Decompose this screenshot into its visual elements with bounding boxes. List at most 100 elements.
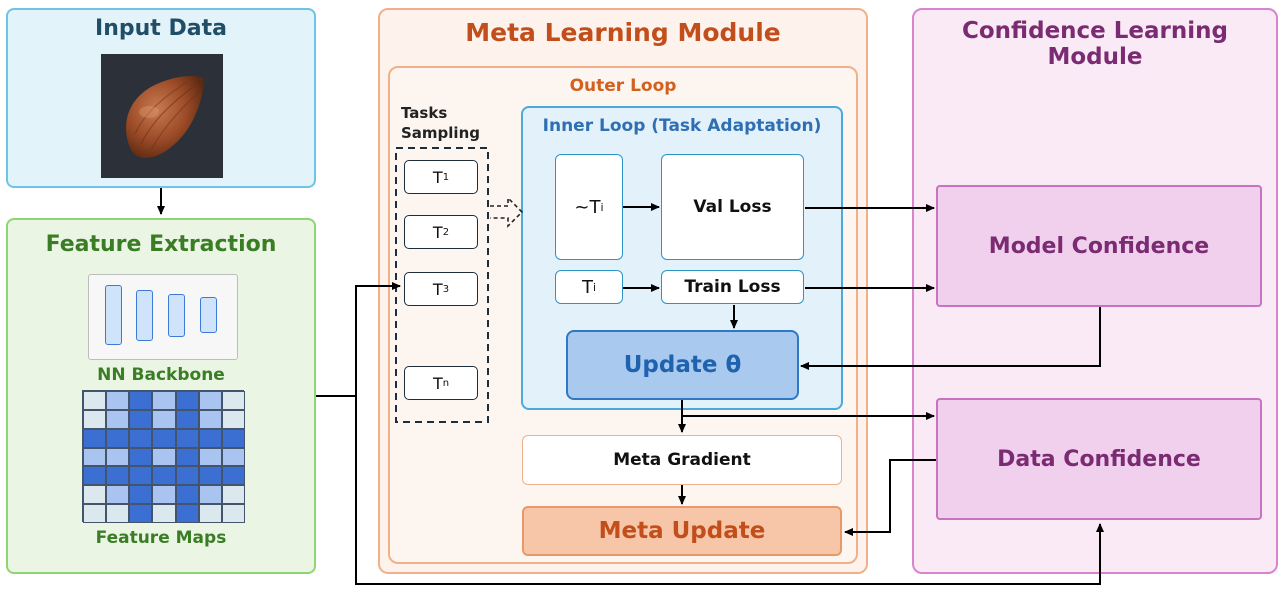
feature-map-cell (129, 409, 153, 429)
feature-map-cell (106, 485, 130, 505)
meta-gradient-box: Meta Gradient (522, 435, 842, 485)
feature-map-cell (175, 504, 199, 523)
feature-map-cell (198, 428, 222, 448)
train-loss-box: Train Loss (661, 270, 804, 304)
feature-map-cell (175, 466, 199, 486)
feature-map-cell (221, 466, 245, 486)
feature-map-cell (175, 485, 199, 505)
feature-map-cell (129, 391, 153, 410)
feature-map-cell (198, 485, 222, 505)
feature-map-cell (83, 466, 107, 486)
feature-map-cell (106, 428, 130, 448)
feature-map-cell (175, 428, 199, 448)
feature-map-cell (221, 428, 245, 448)
feature-map-cell (198, 466, 222, 486)
feature-map-cell (106, 504, 130, 523)
task-subscript: n (442, 377, 450, 389)
feature-to-tasks-arrow (316, 282, 401, 397)
feature-map-cell (198, 504, 222, 523)
feature-map-cell (175, 409, 199, 429)
tasks-sampling-frame (395, 147, 489, 423)
update-theta-label: Update θ (623, 352, 742, 378)
feature-map-cell (83, 485, 107, 505)
nn-backbone-label: NN Backbone (97, 365, 225, 385)
model-confidence-label: Model Confidence (988, 233, 1210, 259)
backbone-layer (168, 294, 185, 337)
feature-map-cell (152, 428, 176, 448)
feature-to-data-confidence-arrow (355, 396, 1104, 585)
sampling-arrow (490, 196, 524, 228)
task-symbol: T (432, 222, 443, 242)
model-confidence-box: Model Confidence (936, 185, 1262, 307)
data-confidence-to-meta-update-arrow (844, 459, 936, 536)
outer-loop-label: Outer Loop (569, 76, 677, 96)
feature-map-cell (175, 391, 199, 410)
val-sample-subscript: i (600, 200, 604, 214)
feature-map-cell (152, 504, 176, 523)
feature-map-cell (83, 428, 107, 448)
feature-map-cell (198, 447, 222, 467)
feature-map-cell (83, 409, 107, 429)
tasks-sampling-label: Tasks Sampling (401, 104, 480, 142)
feature-maps-label: Feature Maps (95, 528, 227, 548)
feature-map-cell (83, 447, 107, 467)
val-loss-label: Val Loss (693, 197, 772, 217)
feature-map-cell (152, 409, 176, 429)
feature-map-cell (129, 466, 153, 486)
task-symbol: T (432, 279, 443, 299)
feature-map-cell (106, 409, 130, 429)
input-data-title: Input Data (95, 16, 227, 41)
feature-map-cell (83, 391, 107, 410)
data-confidence-label: Data Confidence (997, 446, 1201, 472)
task-symbol: T (432, 373, 443, 393)
task-symbol: T (432, 167, 443, 187)
data-confidence-box: Data Confidence (936, 398, 1262, 520)
task-subscript: 2 (442, 226, 450, 238)
val-loss-box: Val Loss (661, 154, 804, 260)
feature-map-cell (83, 504, 107, 523)
feature-extraction-title: Feature Extraction (45, 232, 277, 257)
feature-map-cell (221, 409, 245, 429)
meta-learning-title: Meta Learning Module (465, 18, 781, 47)
inner-loop-label: Inner Loop (Task Adaptation) (542, 116, 822, 136)
feature-map-cell (198, 391, 222, 410)
feature-map-cell (221, 485, 245, 505)
feature-map-cell (198, 409, 222, 429)
meta-gradient-label: Meta Gradient (613, 450, 751, 470)
train-loss-label: Train Loss (684, 277, 781, 297)
feature-map-cell (129, 428, 153, 448)
feature-map-cell (152, 447, 176, 467)
feature-map-cell (152, 466, 176, 486)
task-subscript: 1 (442, 171, 450, 183)
train-sample-symbol: T (581, 276, 593, 298)
feature-map-cell (129, 447, 153, 467)
val-sample-symbol: ~T (574, 196, 601, 218)
backbone-layer (200, 297, 217, 333)
confidence-learning-title: Confidence Learning Module (962, 18, 1228, 70)
meta-update-box: Meta Update (522, 506, 842, 556)
model-confidence-to-update-arrow (800, 307, 1101, 370)
update-theta-box: Update θ (566, 330, 799, 400)
backbone-layer (105, 285, 122, 345)
feature-map-cell (129, 485, 153, 505)
feature-map-cell (106, 391, 130, 410)
feature-map-cell (129, 504, 153, 523)
feature-map-cell (175, 447, 199, 467)
feature-map-cell (221, 391, 245, 410)
train-sample-subscript: i (592, 280, 597, 294)
input-data-panel: Input Data (6, 8, 316, 188)
nn-backbone-diagram (88, 274, 238, 360)
task-subscript: 3 (442, 283, 450, 295)
feature-map-cell (106, 466, 130, 486)
feature-map-cell (152, 485, 176, 505)
feature-extraction-panel: Feature Extraction NN Backbone Feature M… (6, 218, 316, 574)
feature-map-cell (152, 391, 176, 410)
feature-map-cell (221, 504, 245, 523)
